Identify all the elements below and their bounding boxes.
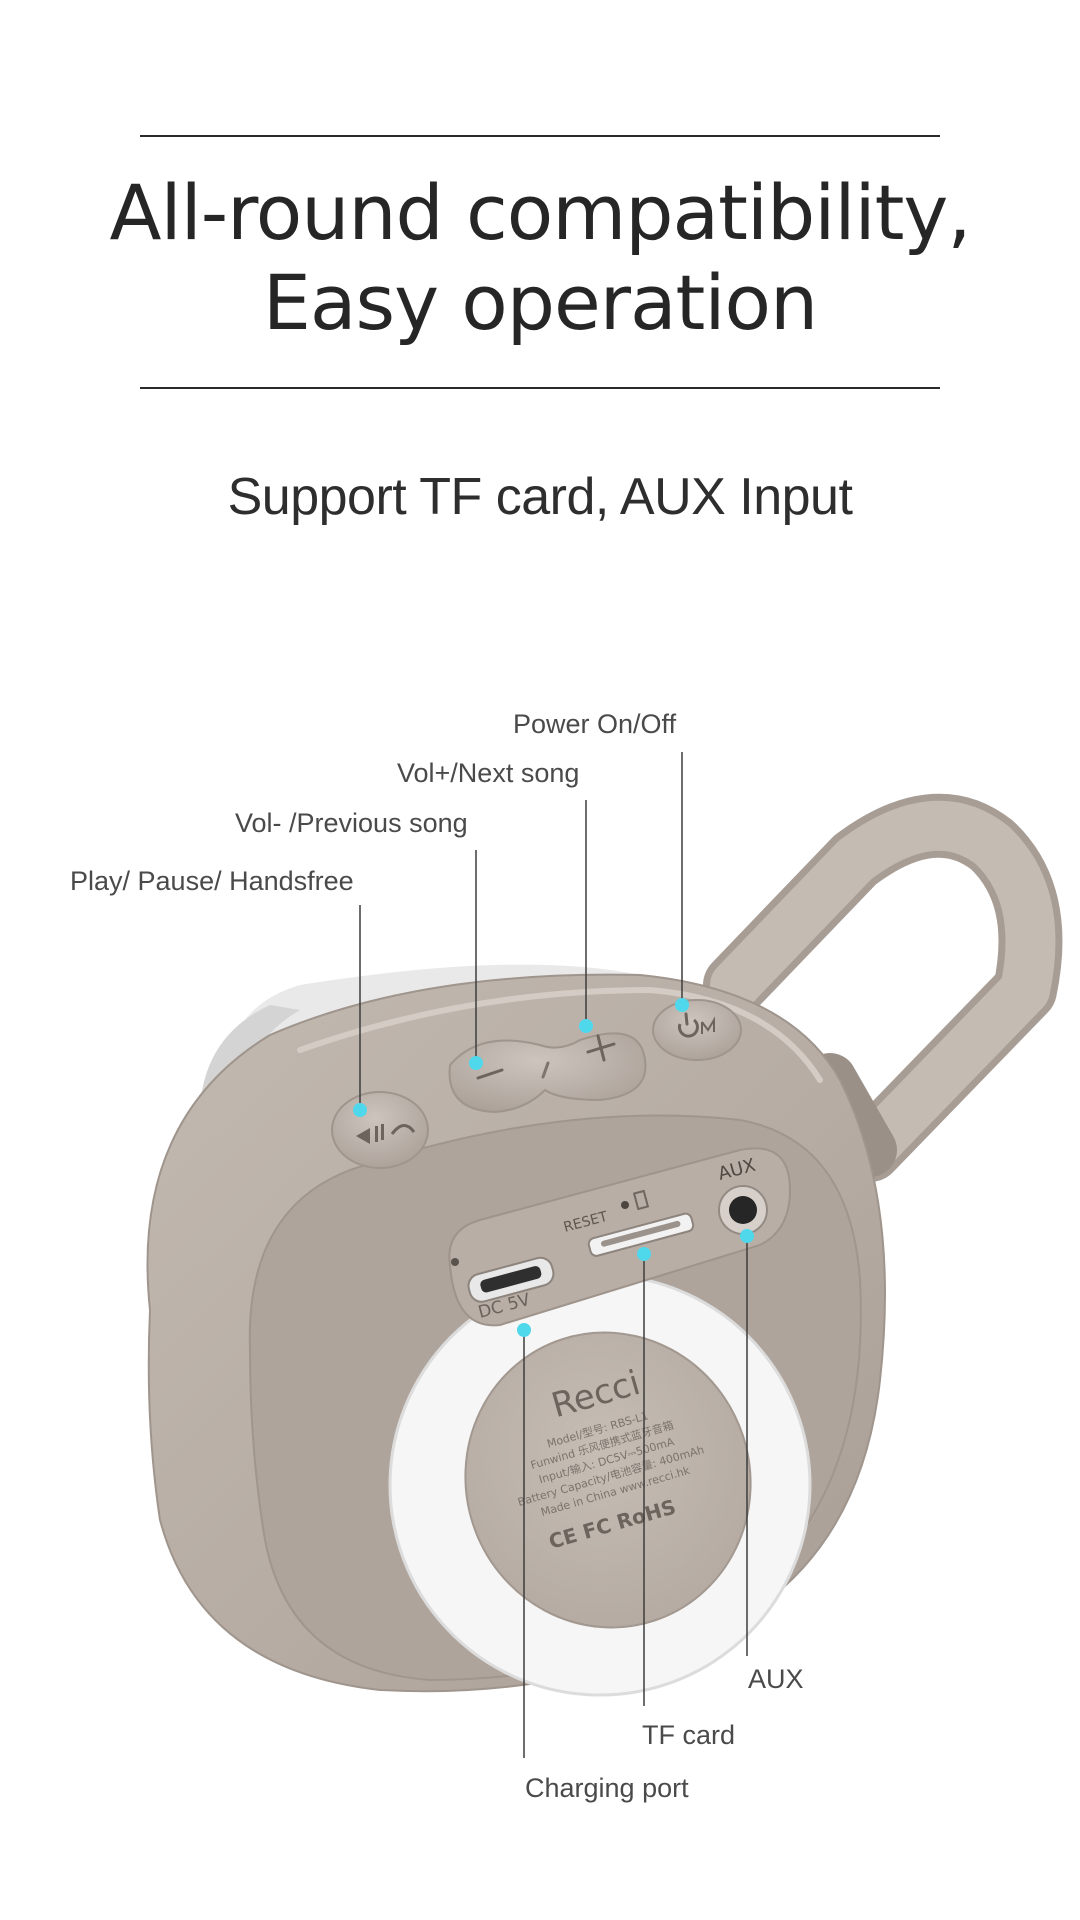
marker-play <box>353 1103 367 1117</box>
bottom-divider <box>140 387 940 389</box>
plus-icon <box>586 1034 616 1062</box>
marker-vol-plus <box>579 1019 593 1033</box>
port-panel: DC 5V RESET AUX <box>448 1147 792 1327</box>
reset-hole <box>621 1201 629 1209</box>
marker-charging <box>517 1323 531 1337</box>
button-row <box>331 999 742 1169</box>
headline-line-1: All-round compatibility, <box>109 168 971 257</box>
callout-charging: Charging port <box>525 1773 689 1803</box>
marker-vol-minus <box>469 1056 483 1070</box>
callout-vol-plus: Vol+/Next song <box>397 758 580 788</box>
headline-line-2: Easy operation <box>262 258 818 347</box>
phone-icon <box>390 1124 416 1135</box>
power-icon <box>677 1018 699 1038</box>
callout-aux: AUX <box>748 1664 804 1694</box>
micro-usb-port <box>467 1256 555 1303</box>
volume-rocker <box>448 1032 647 1114</box>
callout-play: Play/ Pause/ Handsfree <box>70 866 354 896</box>
minus-icon <box>476 1068 504 1080</box>
callout-power: Power On/Off <box>513 709 677 739</box>
callout-tf-card: TF card <box>642 1720 736 1750</box>
sd-card-icon <box>632 1189 650 1211</box>
mode-icon <box>701 1016 715 1034</box>
marker-power <box>675 998 689 1012</box>
led-indicator <box>451 1258 459 1266</box>
headline: All-round compatibility, Easy operation <box>100 168 980 348</box>
marker-tf <box>637 1247 651 1261</box>
callout-lines <box>359 752 748 1758</box>
callout-markers <box>353 998 754 1337</box>
play-icon <box>356 1128 370 1144</box>
subheadline: Support TF card, AUX Input <box>227 468 853 526</box>
callout-vol-minus: Vol- /Previous song <box>235 808 468 838</box>
tf-card-slot <box>587 1212 695 1257</box>
marker-aux <box>740 1229 754 1243</box>
top-divider <box>140 135 940 137</box>
